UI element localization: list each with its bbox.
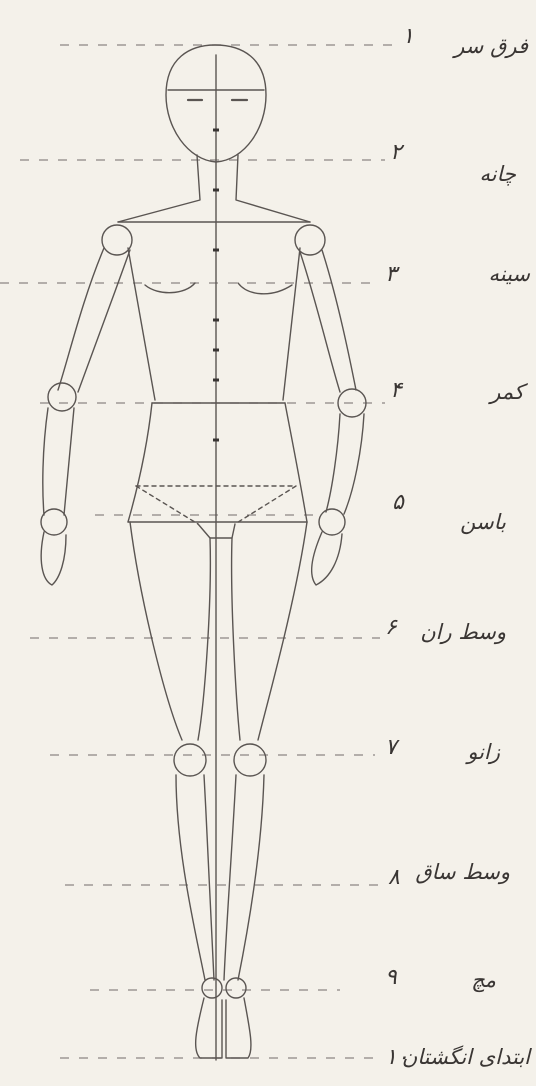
- level-name: وسط ساق: [415, 860, 510, 884]
- level-number: ۶: [385, 615, 397, 640]
- level-name: وسط ران: [420, 620, 506, 644]
- level-number: ۴: [390, 378, 402, 403]
- level-number: ٣: [385, 262, 397, 287]
- level-name: فرق سر: [454, 34, 528, 58]
- level-name: زانو: [467, 740, 500, 764]
- guide-lines: [0, 45, 395, 1058]
- level-name: کمر: [490, 380, 524, 404]
- level-number: ٩: [385, 965, 397, 990]
- torso: [118, 155, 310, 538]
- level-number: ١: [402, 24, 414, 49]
- level-number: ٨: [388, 865, 400, 890]
- level-number: ٧: [385, 735, 397, 760]
- level-name: ابتدای انگشتان: [402, 1045, 530, 1069]
- level-name: سینه: [488, 262, 530, 286]
- level-name: باسن: [460, 510, 506, 534]
- level-number: ۵: [392, 490, 404, 515]
- legs: [130, 522, 307, 1058]
- level-number: ٢: [390, 140, 402, 165]
- level-name: مچ: [471, 968, 496, 992]
- level-name: چانه: [480, 162, 516, 186]
